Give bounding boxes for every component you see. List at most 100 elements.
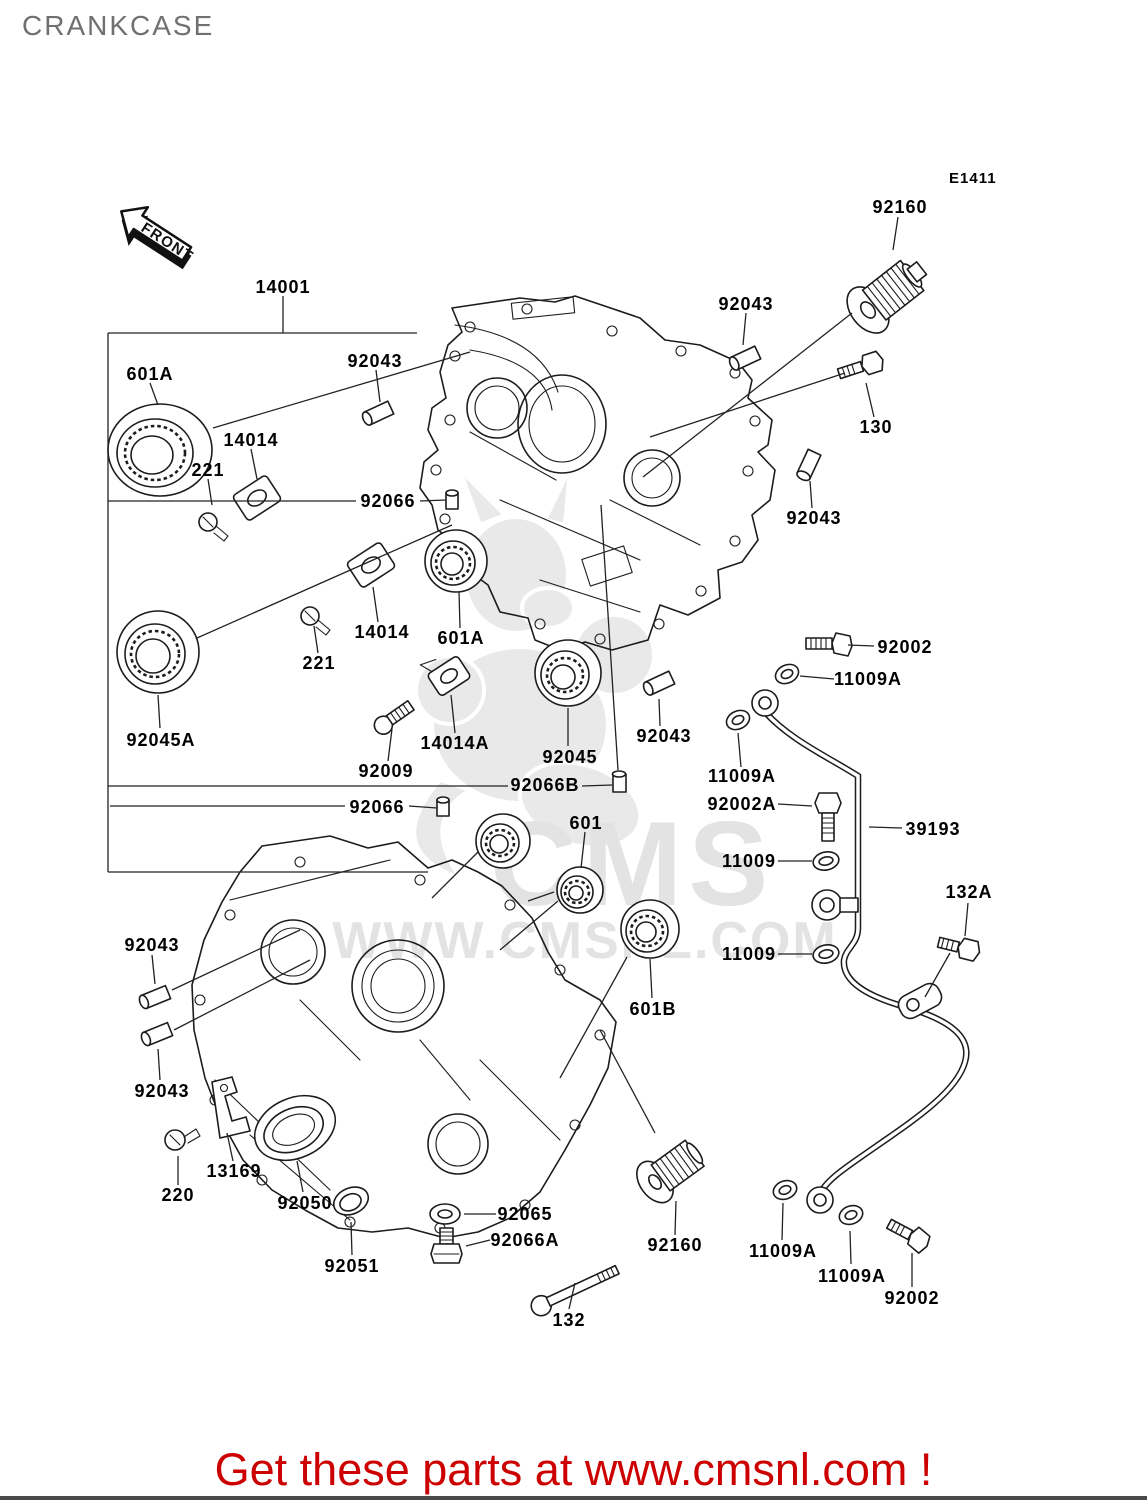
leader-line — [375, 369, 381, 403]
bolt-92002A — [814, 792, 842, 842]
leader-line — [151, 954, 156, 985]
banjo-eye-bottom — [806, 1186, 834, 1214]
part-label-92066A: 92066A — [490, 1230, 559, 1250]
washer-11009A — [774, 663, 800, 685]
watermark-url: WWW.CMSNL.COM — [332, 912, 837, 970]
pin-92066-2 — [436, 796, 450, 817]
plug-92066A — [430, 1227, 463, 1264]
washer-11009A-4 — [838, 1204, 864, 1226]
leader-line — [580, 831, 586, 869]
banjo-eye-mid — [811, 889, 859, 921]
part-label-14001: 14001 — [255, 277, 310, 297]
oil-filter-92160-2 — [636, 1139, 705, 1204]
leader-line — [924, 952, 951, 998]
leader-line — [847, 644, 875, 647]
dowel-pin-92043 — [361, 400, 395, 426]
leader-line — [964, 902, 969, 937]
leader-line — [777, 803, 813, 807]
leader-line — [568, 1282, 576, 1310]
ball-bearing-601A — [107, 403, 213, 497]
leader-line — [408, 805, 438, 809]
part-label-11009A: 11009A — [818, 1266, 886, 1286]
screw-221-2 — [300, 606, 331, 636]
leader-line — [171, 929, 301, 991]
ball-bearing-601 — [556, 866, 604, 914]
part-label-13169: 13169 — [206, 1161, 261, 1181]
upper-crankcase-half — [419, 295, 776, 651]
leader-line — [226, 1132, 234, 1162]
leader-line — [742, 312, 747, 346]
leader-line — [865, 382, 875, 418]
oil-pipe-39193 — [751, 689, 970, 1214]
oil-seal-92050 — [253, 1094, 337, 1162]
oil-filter-92160 — [846, 259, 928, 334]
leader-line — [313, 625, 319, 654]
part-label-11009A: 11009A — [708, 766, 776, 786]
part-label-92051: 92051 — [324, 1256, 379, 1276]
part-label-92043: 92043 — [134, 1081, 189, 1101]
bracket-13169 — [211, 1076, 251, 1139]
dowel-pin-92043 — [138, 984, 172, 1010]
part-labels: 92160140019204392043601A1301401422192066… — [124, 197, 992, 1330]
leader-line — [649, 958, 653, 999]
part-label-601: 601 — [569, 813, 602, 833]
part-label-130: 130 — [859, 417, 892, 437]
page-title: CRANKCASE — [22, 10, 215, 41]
dowel-pin-92043 — [642, 670, 676, 696]
leader-line — [599, 1029, 656, 1134]
part-label-92043: 92043 — [718, 294, 773, 314]
leader-line — [207, 478, 213, 506]
part-label-14014: 14014 — [223, 430, 278, 450]
leader-line — [499, 900, 559, 951]
part-label-601B: 601B — [629, 999, 676, 1019]
leader-line — [157, 1048, 161, 1081]
dowel-pin-92043 — [140, 1021, 174, 1047]
leader-line — [674, 1200, 677, 1236]
washer-11009A-2 — [725, 709, 751, 731]
ball-bearing-92045 — [534, 639, 602, 707]
part-label-11009: 11009 — [722, 851, 776, 871]
leader-line — [212, 351, 471, 429]
part-label-14014: 14014 — [354, 622, 409, 642]
washer-11009-2 — [812, 943, 840, 965]
part-label-92002: 92002 — [877, 637, 932, 657]
oil-seal-92051 — [332, 1186, 370, 1216]
banjo-eye-top — [751, 689, 779, 717]
part-label-92050: 92050 — [277, 1193, 332, 1213]
leader-line — [892, 216, 899, 251]
leader-line — [149, 382, 159, 406]
leader-line — [250, 448, 258, 480]
part-label-132A: 132A — [945, 882, 992, 902]
part-label-92066: 92066 — [349, 797, 404, 817]
leader-line — [465, 1239, 491, 1247]
diagram-code: E1411 — [949, 170, 997, 187]
crankcase-art — [107, 259, 981, 1317]
dowel-pin-92043 — [728, 345, 762, 371]
part-label-92066B: 92066B — [510, 775, 579, 795]
part-label-11009A: 11009A — [749, 1241, 817, 1261]
leader-line — [157, 694, 161, 729]
retainer-plate-14014A — [419, 656, 471, 696]
part-label-221: 221 — [302, 653, 335, 673]
leader-line — [350, 1221, 353, 1256]
part-label-92045A: 92045A — [126, 730, 195, 750]
cms-watermark: CMS WWW.CMSNL.COM — [332, 467, 837, 970]
part-label-92009: 92009 — [358, 761, 413, 781]
leader-line — [173, 959, 311, 1031]
part-label-92160: 92160 — [647, 1235, 702, 1255]
part-label-11009: 11009 — [722, 944, 776, 964]
leader-line — [450, 694, 456, 734]
footer-promo: Get these parts at www.cmsnl.com ! — [214, 1444, 933, 1495]
retainer-plate-14014 — [232, 475, 282, 521]
leader-line — [296, 1160, 304, 1193]
leader-line — [642, 312, 853, 478]
ball-bearing-601A-3 — [475, 813, 531, 869]
bolt-132A — [936, 936, 981, 962]
part-label-92043: 92043 — [347, 351, 402, 371]
washer-11009A-3 — [772, 1179, 798, 1201]
leader-line — [799, 675, 835, 680]
screw-221 — [198, 512, 229, 542]
leader-line — [372, 586, 379, 623]
